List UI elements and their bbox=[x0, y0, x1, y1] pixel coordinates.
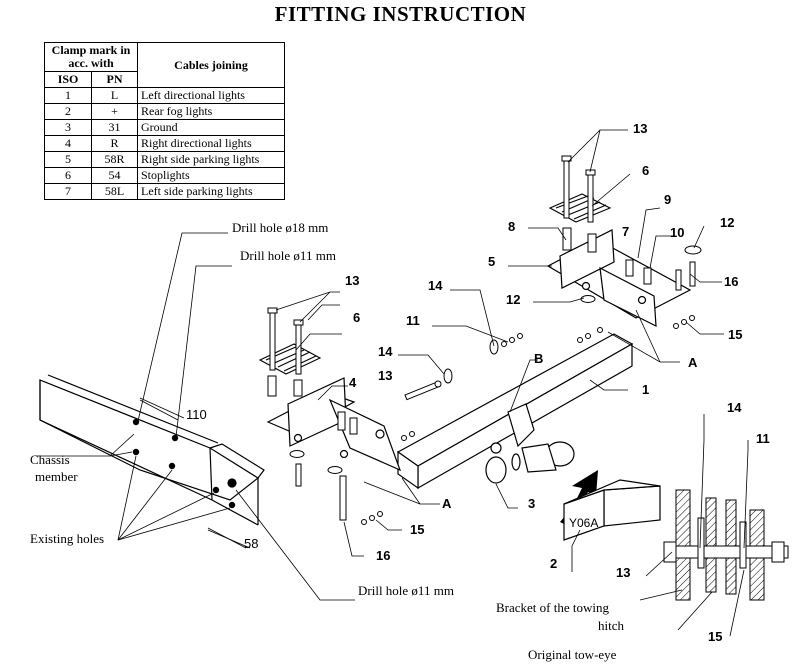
detail-section bbox=[663, 489, 789, 601]
drill-hole-18-label: Drill hole ø18 mm bbox=[232, 220, 328, 235]
cable-cell: Ground bbox=[137, 119, 285, 136]
cable-cell: Right side parking lights bbox=[137, 151, 285, 168]
chassis-member bbox=[39, 374, 265, 526]
part-number-14: 14 bbox=[727, 400, 742, 415]
table-row: 7 58L Left side parking lights bbox=[43, 183, 285, 200]
part-number-14: 14 bbox=[428, 278, 443, 293]
long-bolts bbox=[267, 155, 597, 401]
part-number-14: 14 bbox=[378, 344, 393, 359]
ball-cover-box bbox=[563, 479, 661, 541]
pn-cell: 31 bbox=[91, 119, 138, 136]
chassis-leaders bbox=[36, 232, 355, 601]
part-number-7: 7 bbox=[622, 224, 629, 239]
pn-cell: 58L bbox=[91, 183, 138, 200]
part-number-13: 13 bbox=[633, 121, 647, 136]
part-number-3: 3 bbox=[528, 496, 535, 511]
tow-ball bbox=[485, 403, 575, 484]
part-label-A: A bbox=[442, 496, 452, 511]
iso-cell: 5 bbox=[43, 151, 93, 168]
drill-hole-11 bbox=[212, 486, 220, 494]
left-bracket bbox=[266, 377, 402, 472]
detail-leaders bbox=[639, 414, 749, 637]
bracket-label-1: Bracket of the towing bbox=[496, 600, 609, 615]
part-label-B: B bbox=[534, 351, 543, 366]
dimension-110: 110 bbox=[186, 407, 207, 422]
part-number-12: 12 bbox=[506, 292, 520, 307]
part-leaders bbox=[275, 129, 724, 572]
existing-hole bbox=[168, 462, 176, 470]
part-number-11: 11 bbox=[756, 431, 770, 446]
part-number-16: 16 bbox=[376, 548, 390, 563]
right-bracket bbox=[546, 229, 692, 328]
part-number-6: 6 bbox=[353, 310, 360, 325]
part-number-12: 12 bbox=[720, 215, 734, 230]
part-number-15: 15 bbox=[410, 522, 424, 537]
part-number-13: 13 bbox=[616, 565, 630, 580]
table-row: 3 31 Ground bbox=[43, 119, 285, 136]
dimension-58: 58 bbox=[244, 536, 258, 551]
bracket-label-2: hitch bbox=[598, 618, 624, 633]
part-number-10: 10 bbox=[670, 225, 684, 240]
part-number-15: 15 bbox=[708, 629, 722, 644]
part-number-6: 6 bbox=[642, 163, 649, 178]
cable-cell: Right directional lights bbox=[137, 135, 285, 152]
header-cables-joining: Cables joining bbox=[137, 42, 285, 88]
chassis-label-2: member bbox=[35, 469, 78, 484]
header-clamp-mark: Clamp mark in acc. with bbox=[44, 42, 138, 72]
drill-hole-11-bottom-label: Drill hole ø11 mm bbox=[358, 583, 454, 598]
part-number-11: 11 bbox=[406, 313, 420, 328]
existing-hole bbox=[132, 418, 140, 426]
existing-holes-label: Existing holes bbox=[30, 531, 104, 546]
part-number-15: 15 bbox=[728, 327, 742, 342]
spacers bbox=[337, 259, 652, 435]
drill-hole-11 bbox=[228, 501, 236, 509]
page-title: FITTING INSTRUCTION bbox=[274, 2, 527, 26]
part-number-4: 4 bbox=[349, 375, 357, 390]
pn-cell: 54 bbox=[91, 167, 138, 184]
part-number-5: 5 bbox=[488, 254, 495, 269]
washers-and-nuts bbox=[289, 245, 702, 525]
drill-hole-11-top-label: Drill hole ø11 mm bbox=[240, 248, 336, 263]
part-number-13: 13 bbox=[378, 368, 392, 383]
existing-hole bbox=[171, 434, 179, 442]
header-pn: PN bbox=[91, 71, 138, 88]
cable-cell: Stoplights bbox=[137, 167, 285, 184]
cable-cell: Left side parking lights bbox=[137, 183, 285, 200]
part-number-16: 16 bbox=[724, 274, 738, 289]
plate-label: Y06A bbox=[569, 516, 598, 530]
chassis-label-1: Chassis bbox=[30, 452, 70, 467]
dimension-lines bbox=[139, 397, 247, 549]
iso-cell: 7 bbox=[43, 183, 93, 200]
drill-hole-18 bbox=[227, 478, 237, 488]
tow-eye-label: Original tow-eye bbox=[528, 647, 617, 662]
existing-hole bbox=[132, 448, 140, 456]
part-label-A: A bbox=[688, 355, 698, 370]
table-row: 4 R Right directional lights bbox=[43, 135, 285, 152]
part-number-8: 8 bbox=[508, 219, 515, 234]
clamp-plate-left bbox=[258, 343, 322, 375]
part-number-1: 1 bbox=[642, 382, 649, 397]
part-number-13: 13 bbox=[345, 273, 359, 288]
cable-joining-table: Clamp mark in acc. with Cables joining I… bbox=[43, 42, 285, 200]
part-number-9: 9 bbox=[664, 192, 671, 207]
table-row: 6 54 Stoplights bbox=[43, 167, 285, 184]
part-number-2: 2 bbox=[550, 556, 557, 571]
